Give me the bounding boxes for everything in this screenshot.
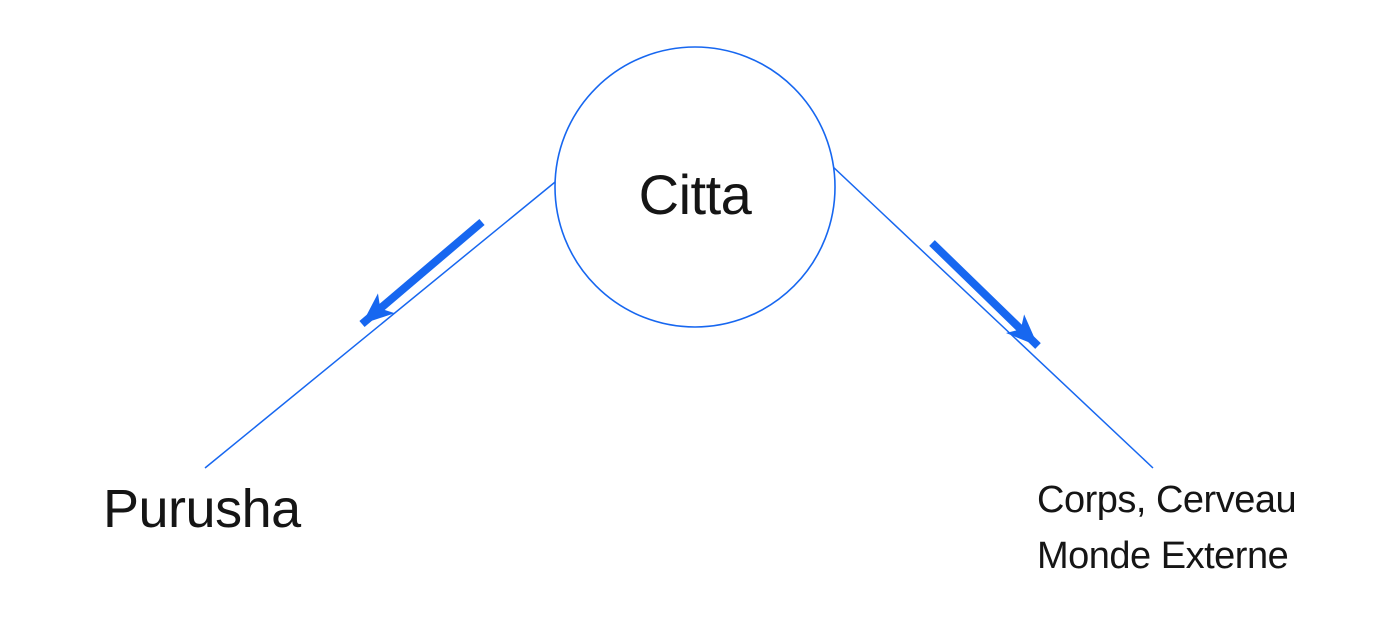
citta-label: Citta [639,163,753,226]
citta-circle [554,46,836,328]
right-arrow [929,240,1041,349]
left-connector-line [204,128,621,469]
right-label-line2: Monde Externe [1037,535,1288,577]
purusha-label: Purusha [103,479,302,539]
left-arrow [359,218,485,328]
right-connector-line [779,116,1154,469]
right-label-line1: Corps, Cerveau [1037,479,1296,521]
